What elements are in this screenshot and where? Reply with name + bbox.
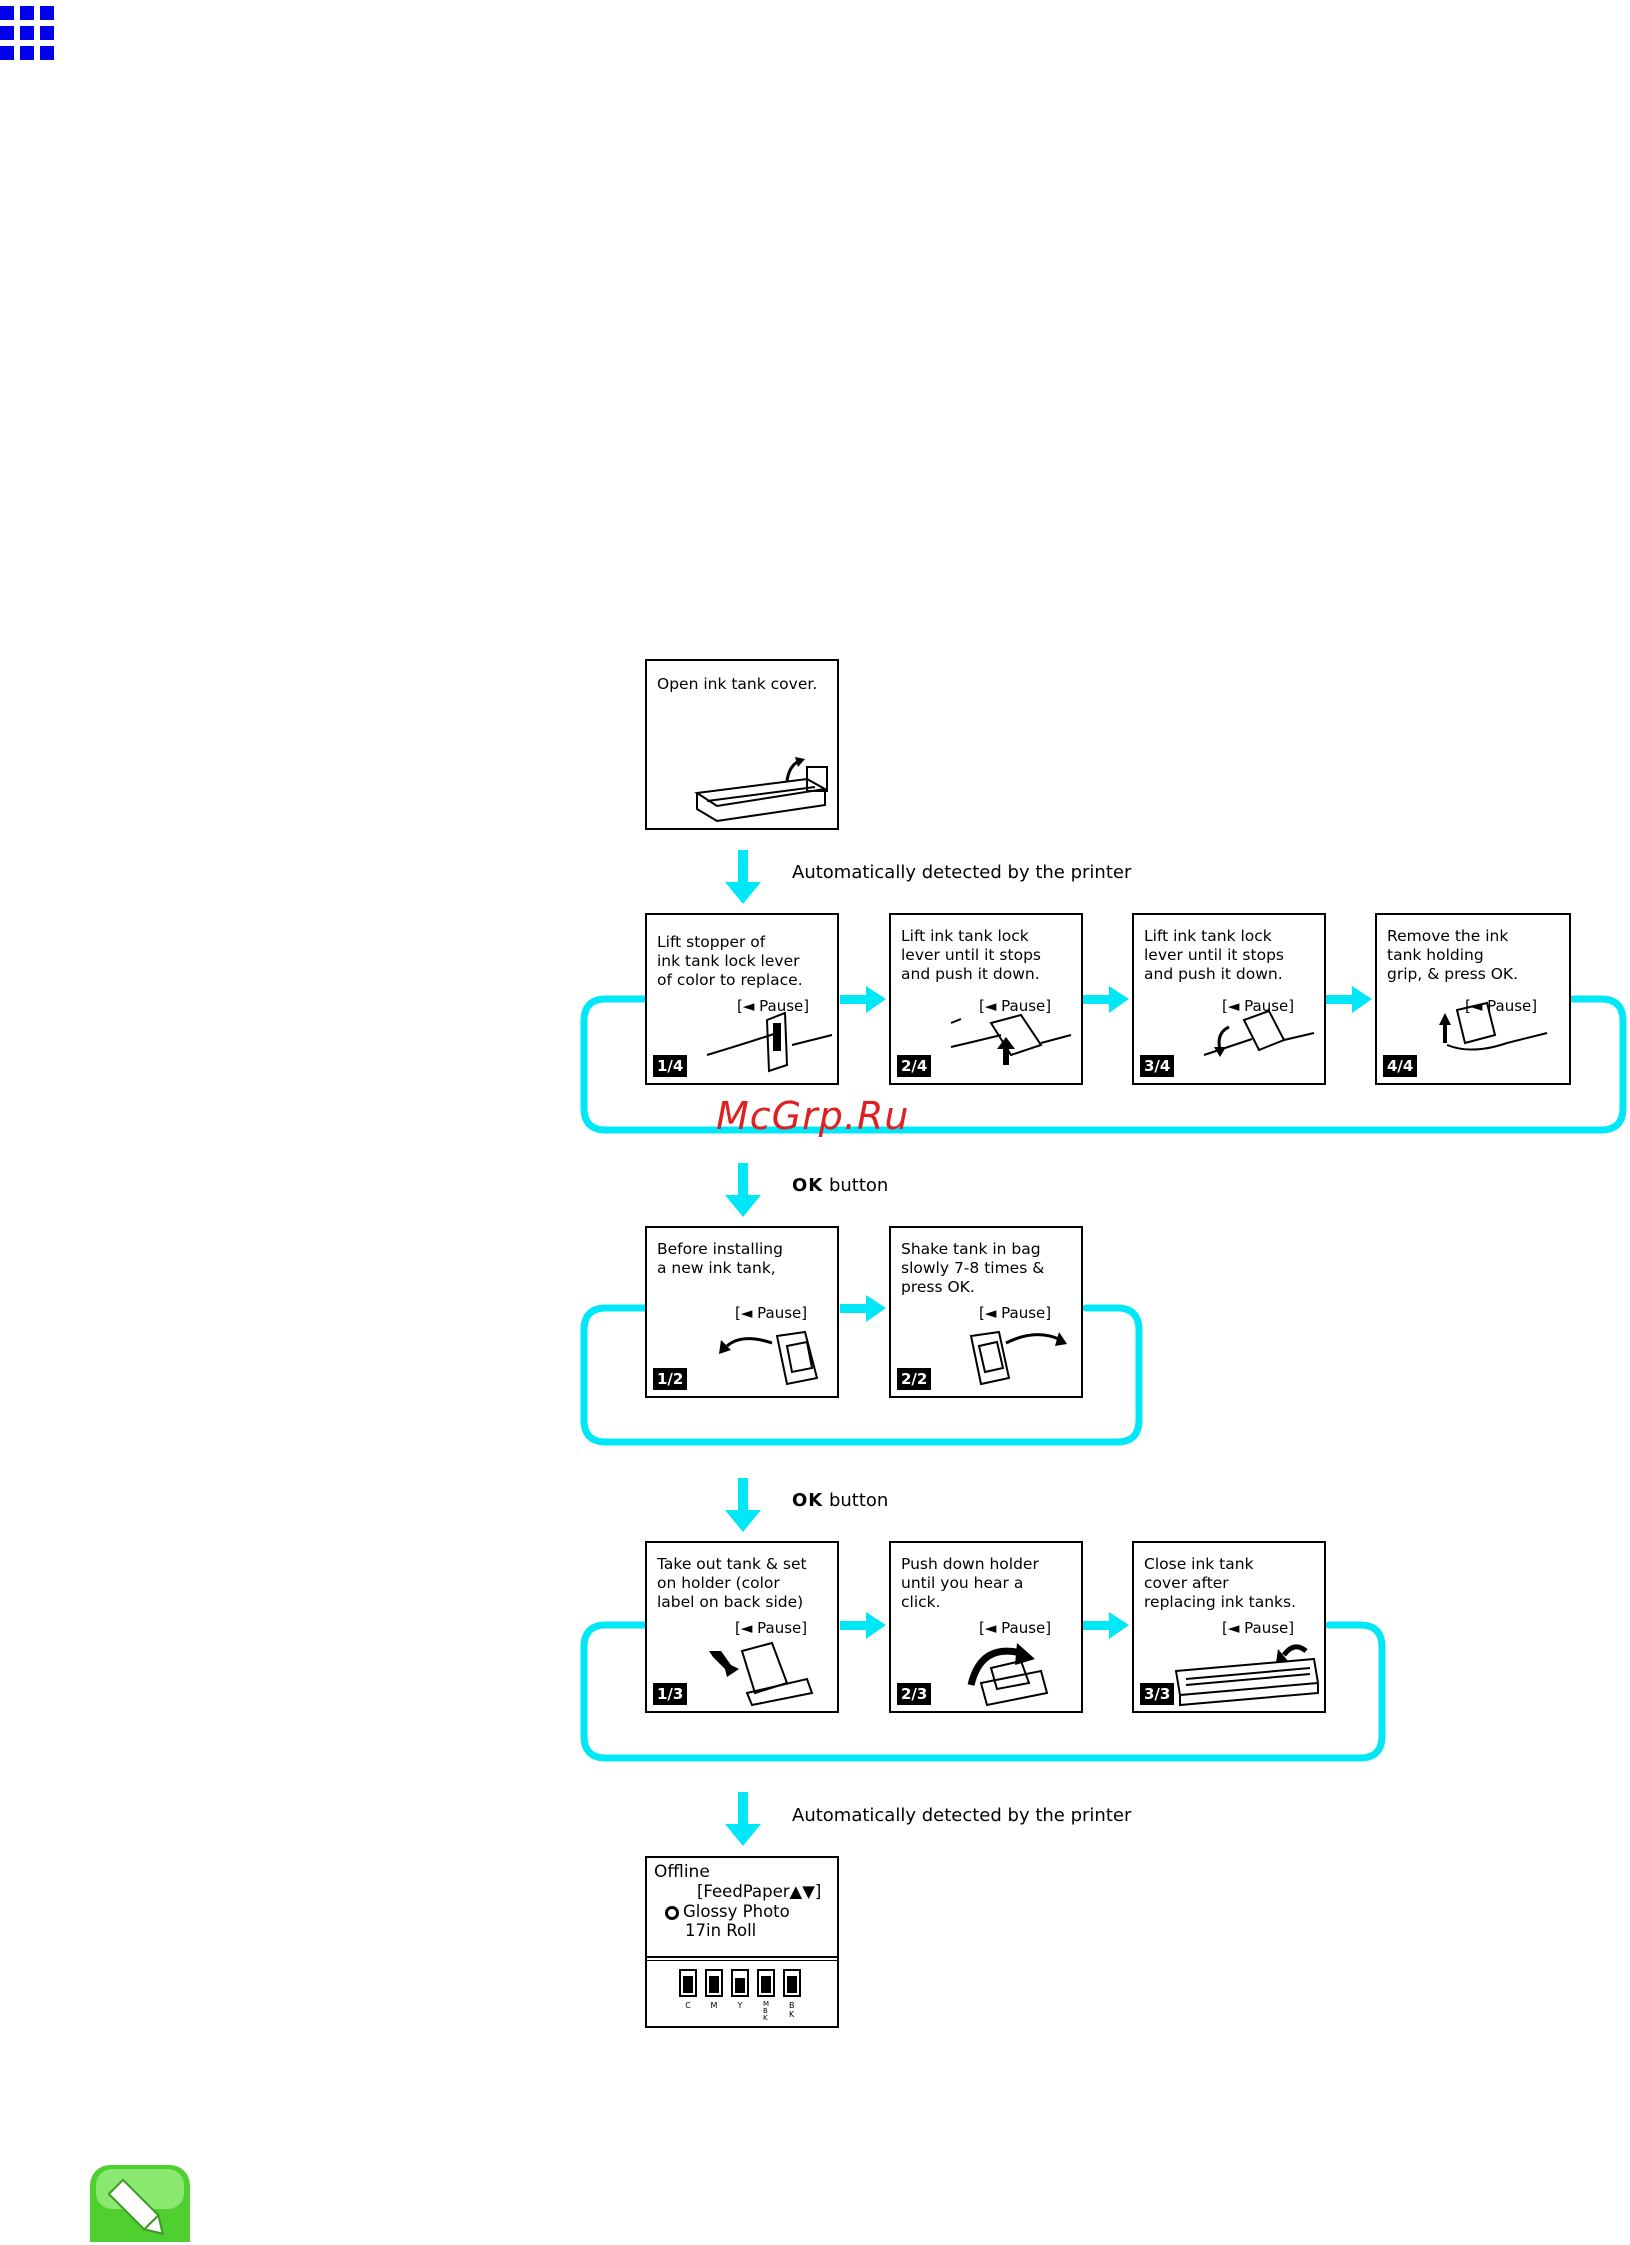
screen-row1-step3: Lift ink tank lock lever until it stops …: [1132, 913, 1326, 1085]
screen-row2-step2: Shake tank in bag slowly 7-8 times & pre…: [889, 1226, 1083, 1398]
pause-label: [◄ Pause]: [979, 1619, 1052, 1637]
screen-text: Before installing a new ink tank,: [657, 1240, 783, 1277]
ink-label-bk: BK: [789, 2001, 795, 2019]
screen-row1-step4: Remove the ink tank holding grip, & pres…: [1375, 913, 1571, 1085]
pause-label: [◄ Pause]: [1465, 997, 1538, 1015]
ink-label-y: Y: [737, 2001, 743, 2010]
pause-label: [◄ Pause]: [1222, 1619, 1295, 1637]
ink-label-m: M: [710, 2001, 718, 2010]
pause-label: [◄ Pause]: [737, 997, 810, 1015]
pause-label: [◄ Pause]: [1222, 997, 1295, 1015]
ink-tank-bag-illustration: [719, 1330, 819, 1386]
screen-row1-step2: Lift ink tank lock lever until it stops …: [889, 913, 1083, 1085]
ink-label-c: C: [685, 2001, 691, 2010]
screen-text: Lift ink tank lock lever until it stops …: [1144, 927, 1284, 983]
step-indicator: 2/4: [897, 1055, 932, 1077]
label-ok-button-2: OK button: [792, 1490, 888, 1511]
step-indicator: 1/4: [653, 1055, 688, 1077]
label-ok-button-1: OK button: [792, 1175, 888, 1196]
status-feedpaper: [FeedPaper▲▼]: [697, 1882, 822, 1901]
step-indicator: 3/4: [1140, 1055, 1175, 1077]
screen-open-cover: Open ink tank cover.: [645, 659, 839, 830]
status-media-type: Glossy Photo: [683, 1902, 790, 1921]
status-screen: Offline [FeedPaper▲▼] Glossy Photo 17in …: [645, 1856, 839, 2028]
step-indicator: 1/3: [653, 1683, 688, 1705]
pause-label: [◄ Pause]: [979, 1304, 1052, 1322]
screen-text: Open ink tank cover.: [657, 675, 818, 693]
screen-text: Push down holder until you hear a click.: [901, 1555, 1039, 1611]
pause-label: [◄ Pause]: [979, 997, 1052, 1015]
button-word: button: [823, 1175, 889, 1196]
status-offline: Offline: [654, 1862, 710, 1882]
status-roll-size: 17in Roll: [685, 1921, 757, 1940]
remove-grip-illustration: [1439, 1001, 1548, 1051]
ok-key: OK: [792, 1175, 824, 1196]
step-indicator: 1/2: [653, 1368, 688, 1390]
screen-row3-step2: Push down holder until you hear a click.…: [889, 1541, 1083, 1713]
pause-label: [◄ Pause]: [735, 1619, 808, 1637]
step-indicator: 4/4: [1383, 1055, 1418, 1077]
lock-lever-illustration: [1203, 1009, 1315, 1057]
ink-label-mbk: MBK: [763, 2000, 770, 2022]
note-pencil-icon: [90, 2165, 190, 2242]
status-divider: [647, 1956, 837, 1958]
button-word: button: [823, 1490, 889, 1511]
screen-text: Take out tank & set on holder (color lab…: [657, 1555, 807, 1611]
push-holder-illustration: [967, 1643, 1049, 1707]
ink-tank-bag-illustration: [969, 1330, 1067, 1386]
screen-text: Close ink tank cover after replacing ink…: [1144, 1555, 1297, 1611]
ink-level-gauges: [679, 1969, 801, 1997]
label-auto-detected-1: Automatically detected by the printer: [792, 862, 1132, 883]
screen-row1-step1: Lift stopper of ink tank lock lever of c…: [645, 913, 839, 1085]
grid-icon: [0, 6, 54, 60]
screen-text: Remove the ink tank holding grip, & pres…: [1387, 927, 1519, 983]
lock-lever-illustration: [706, 1011, 833, 1073]
screen-text: Lift stopper of ink tank lock lever of c…: [657, 933, 803, 989]
status-divider: [647, 1960, 837, 1961]
screen-text: Lift ink tank lock lever until it stops …: [901, 927, 1041, 983]
screen-row3-step1: Take out tank & set on holder (color lab…: [645, 1541, 839, 1713]
watermark: McGrp.Ru: [716, 1094, 910, 1138]
step-indicator: 2/2: [897, 1368, 932, 1390]
step-indicator: 2/3: [897, 1683, 932, 1705]
step-indicator: 3/3: [1140, 1683, 1175, 1705]
printer-cover-illustration: [694, 757, 829, 823]
close-cover-illustration: [1174, 1644, 1320, 1707]
screen-row3-step3: Close ink tank cover after replacing ink…: [1132, 1541, 1326, 1713]
set-tank-illustration: [709, 1641, 814, 1707]
ok-key: OK: [792, 1490, 824, 1511]
label-auto-detected-2: Automatically detected by the printer: [792, 1805, 1132, 1826]
screen-text: Shake tank in bag slowly 7-8 times & pre…: [901, 1240, 1045, 1296]
lock-lever-illustration: [950, 1013, 1072, 1065]
media-type-icon: [665, 1906, 679, 1920]
screen-row2-step1: Before installing a new ink tank, [◄ Pau…: [645, 1226, 839, 1398]
pause-label: [◄ Pause]: [735, 1304, 808, 1322]
